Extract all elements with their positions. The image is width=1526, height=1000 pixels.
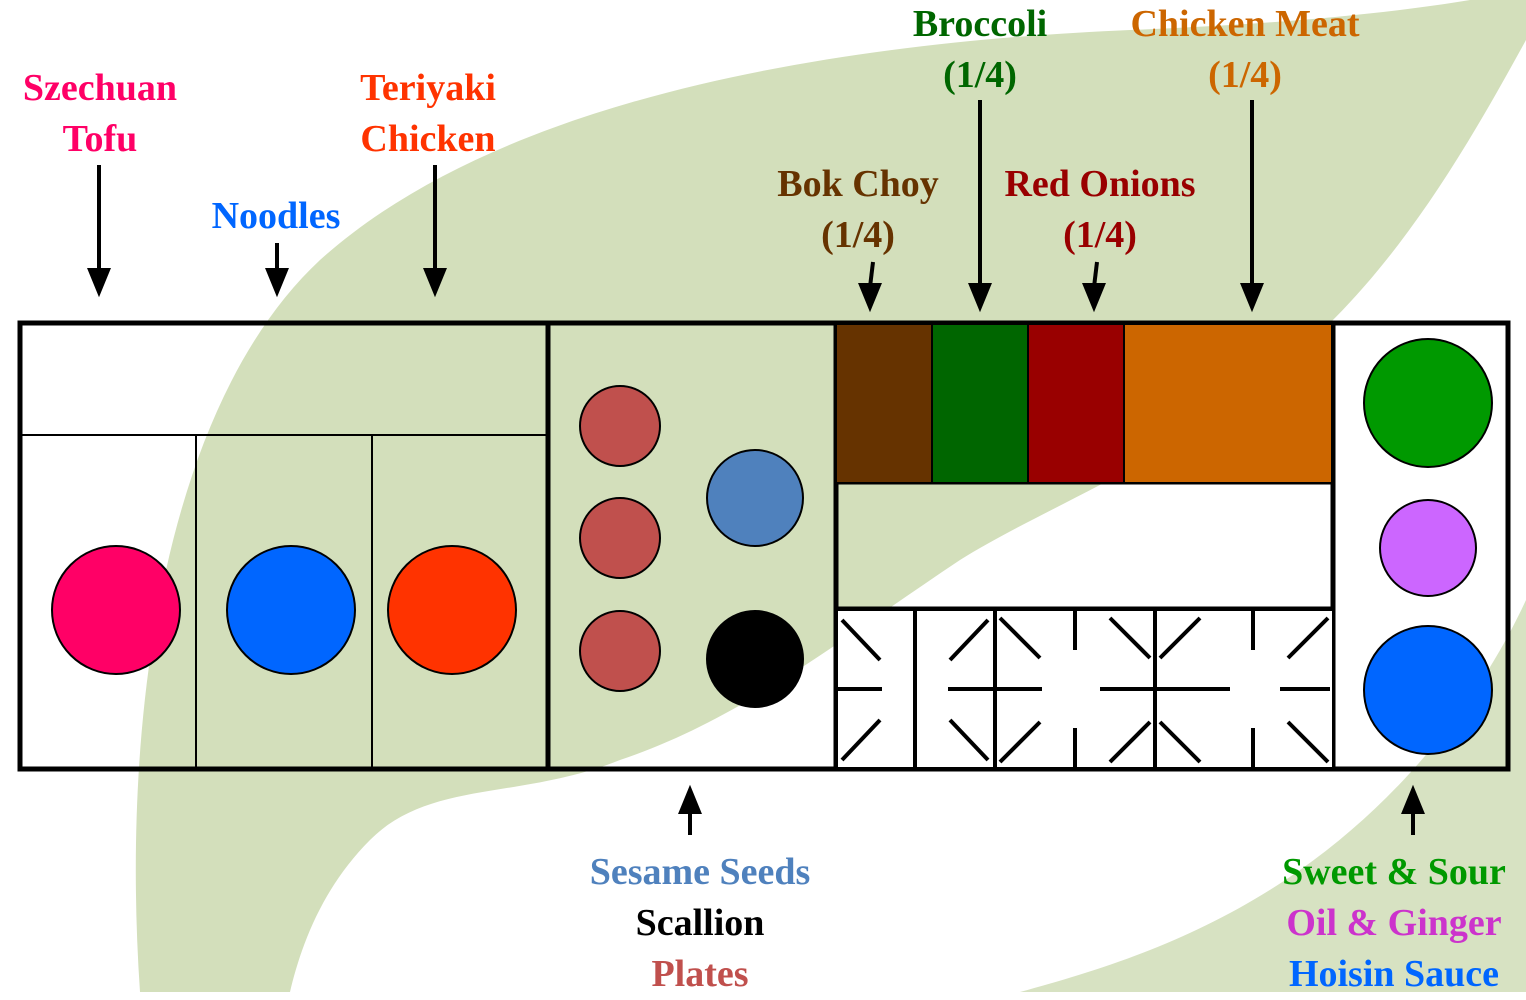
red-onions-block [1028,325,1124,482]
arrow-bottom-center [678,784,702,835]
arrow-szechuan [87,165,111,298]
label-line: Szechuan [22,67,178,109]
label-line: Chicken Meat [1130,3,1360,45]
arrow-bok-choy [858,261,882,313]
teriyaki-chicken-circle [387,545,517,675]
sesame-seeds-circle [706,449,804,547]
stove-area [838,611,1332,767]
label-bok-choy: Bok Choy (1/4) [758,159,958,261]
label-chicken-meat: Chicken Meat (1/4) [1110,0,1380,101]
broccoli-block [932,325,1028,482]
label-line: (1/4) [1063,214,1137,256]
label-line: (1/4) [1208,54,1282,96]
chicken-meat-block [1124,325,1331,482]
label-sweet-sour: Sweet & Sour [1282,851,1506,893]
label-hoisin-sauce: Hoisin Sauce [1288,953,1500,995]
arrow-noodles [265,243,289,298]
plate-circle [579,385,661,467]
stove-burner-4 [1210,611,1330,767]
label-plates: Plates [651,953,749,995]
plate-circle [579,610,661,692]
label-line: (1/4) [943,54,1017,96]
arrow-bottom-right [1401,784,1425,835]
leaf-lower-shape [1020,600,1526,992]
label-szechuan-tofu: Szechuan Tofu [0,63,200,165]
scallion-circle [706,610,804,708]
szechuan-tofu-circle [51,545,181,675]
label-line: Broccoli [912,3,1048,45]
label-teriyaki-chicken: Teriyaki Chicken [328,63,528,165]
label-line: Red Onions [1004,163,1196,205]
bok-choy-block [837,325,932,482]
leaf-shape [135,0,1526,992]
plate-circle [579,497,661,579]
label-noodles: Noodles [176,191,376,242]
label-line: Teriyaki [360,67,496,109]
label-red-onions: Red Onions (1/4) [985,159,1215,261]
arrow-broccoli [968,100,992,313]
label-line: (1/4) [821,214,895,256]
label-line: Bok Choy [777,163,939,205]
stove-burner-2 [948,611,1042,767]
arrow-red-onions [1082,261,1106,313]
label-sesame-seeds: Sesame Seeds [589,851,811,893]
oil-ginger-circle [1379,499,1477,597]
label-line: Noodles [211,195,341,237]
stove-burner-3 [1073,611,1210,767]
counter-outline [17,320,1511,772]
label-line: Tofu [62,118,138,160]
sweet-sour-circle [1363,338,1493,468]
label-bottom-center: Sesame Seeds Scallion Plates [560,847,840,1000]
label-broccoli: Broccoli (1/4) [880,0,1080,101]
label-line: Chicken [360,118,496,160]
arrow-chicken-meat [1240,100,1264,313]
noodles-circle [226,545,356,675]
label-bottom-right: Sweet & Sour Oil & Ginger Hoisin Sauce [1262,847,1526,1000]
label-scallion: Scallion [635,902,765,944]
hoisin-sauce-circle [1363,625,1493,755]
arrow-teriyaki [423,165,447,298]
label-oil-ginger: Oil & Ginger [1286,902,1502,944]
